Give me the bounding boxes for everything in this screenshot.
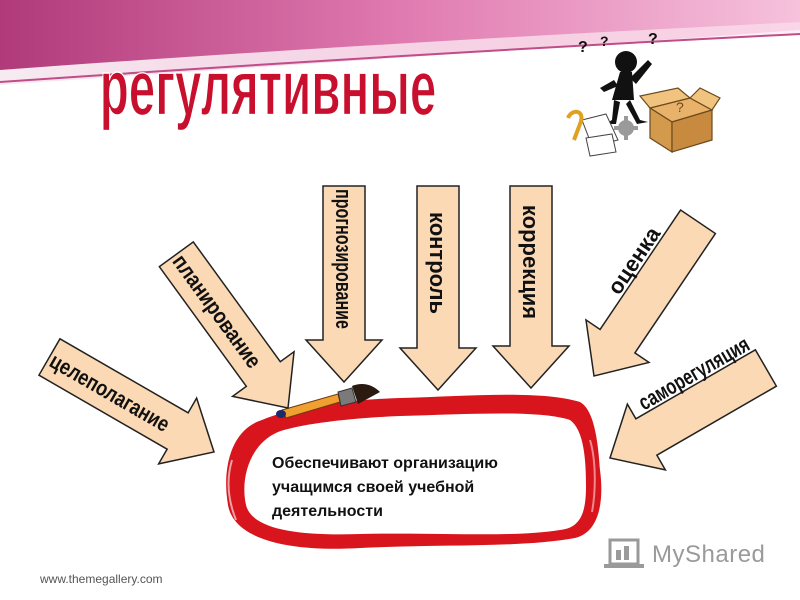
header-banner (0, 0, 800, 88)
center-frame (226, 394, 602, 549)
arrow-label: прогнозирование (331, 189, 356, 329)
question-mark-icon: ? (600, 33, 609, 49)
arrow-shape (304, 185, 384, 384)
logo-text: MyShared (652, 541, 766, 568)
arrow-shape (158, 240, 295, 409)
presentation-logo-icon (604, 538, 644, 568)
footer-url: www.themegallery.com (40, 572, 163, 586)
slide-title: регулятивные (100, 43, 437, 131)
arrow-shape (609, 348, 778, 471)
arrow-label: коррекция (518, 205, 543, 319)
arrow-shape (37, 337, 215, 465)
paintbrush-icon (276, 384, 380, 419)
arrow-shape (585, 209, 717, 377)
arrow-planirovanie: планирование (158, 240, 295, 409)
question-mark-icon: ? (648, 31, 658, 48)
arrow-celepolaganie: целеполагание (37, 337, 215, 465)
arrow-prognozirovanie: прогнозирование (304, 185, 384, 384)
center-text-line: деятельности (272, 503, 383, 520)
center-description: Обеспечивают организацию учащимся своей … (272, 452, 572, 524)
arrow-label: планирование (168, 250, 267, 373)
myshared-logo: MyShared (610, 538, 770, 572)
arrow-shape (491, 185, 571, 390)
arrow-korrekciya: коррекция (491, 185, 571, 390)
svg-text:?: ? (676, 99, 684, 115)
thinking-figure-icon: ? ? ? ? (566, 31, 721, 157)
gear-icon (614, 116, 638, 140)
arrow-shape (398, 185, 478, 392)
center-text-line: Обеспечивают организацию (272, 455, 498, 472)
center-text-line: учащимся своей учебной (272, 479, 475, 496)
arrow-label: целеполагание (46, 348, 175, 437)
question-mark-icon: ? (578, 39, 588, 56)
arrow-label: контроль (425, 212, 450, 314)
box-icon: ? (638, 87, 721, 154)
arrow-kontrol: контроль (398, 185, 478, 392)
